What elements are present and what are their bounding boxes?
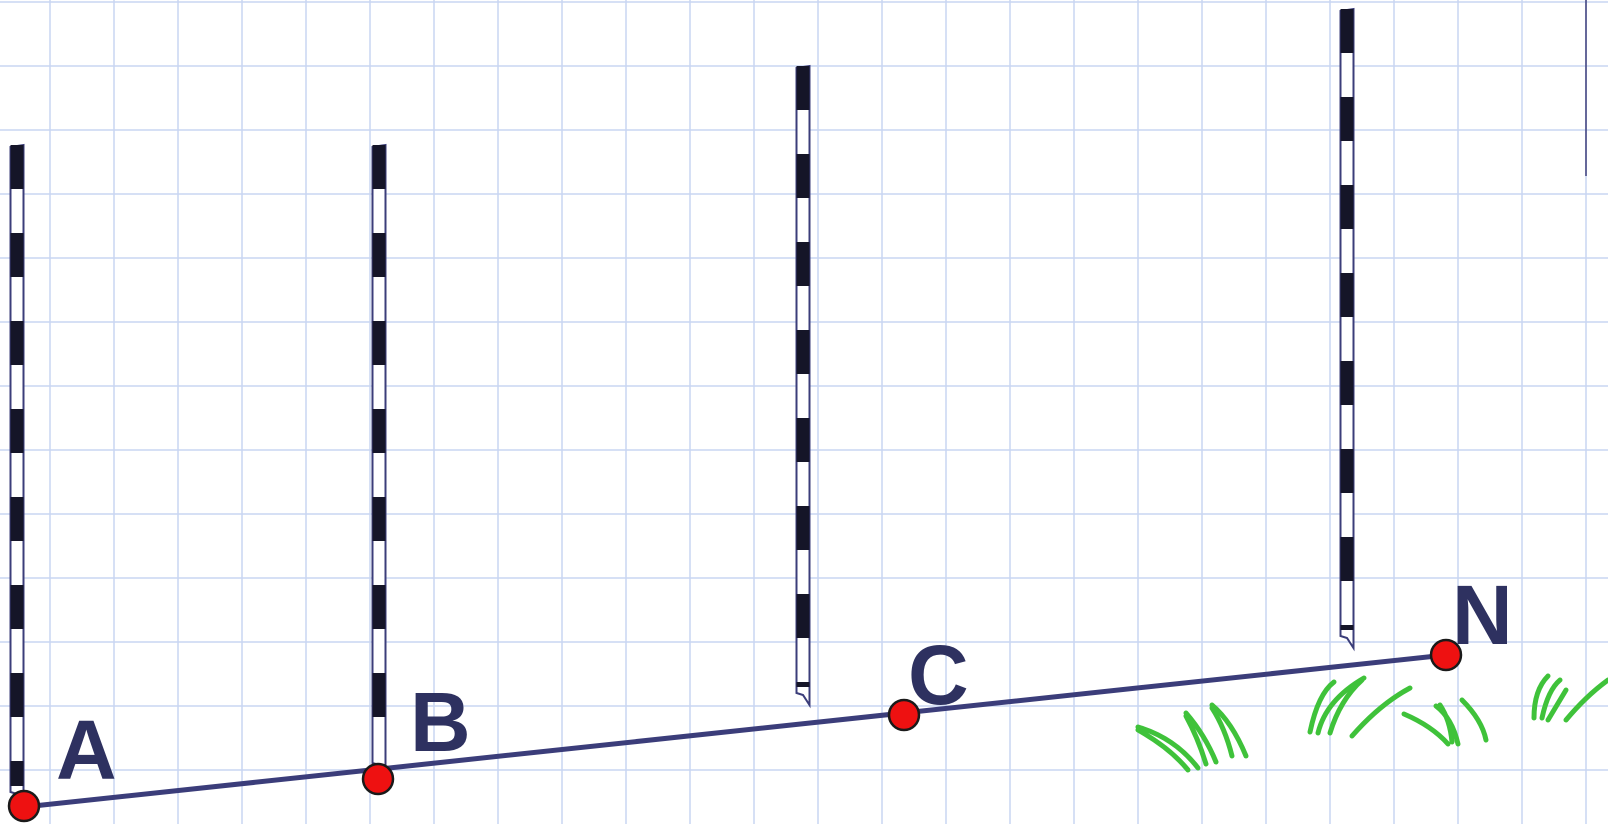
- grass-blade: [1563, 677, 1608, 723]
- pole-stripe: [372, 673, 386, 717]
- pole-stripe: [796, 66, 810, 110]
- point-c: [887, 698, 921, 732]
- label-b: B: [410, 675, 471, 769]
- label-n: N: [1452, 568, 1513, 662]
- point-b: [361, 762, 395, 796]
- grass-blade: [1539, 677, 1563, 721]
- grass-blade: [1135, 727, 1191, 773]
- pole-stripe: [10, 321, 24, 365]
- point-n: [1429, 638, 1463, 672]
- pole-stripe: [1340, 537, 1354, 581]
- label-c: C: [908, 628, 969, 722]
- pole-stripe: [1340, 361, 1354, 405]
- pole-stripe: [10, 585, 24, 629]
- pole-stripe: [796, 682, 810, 687]
- pole-stripe: [10, 497, 24, 541]
- pole-stripe: [372, 145, 386, 189]
- pole-stripe: [1340, 97, 1354, 141]
- pole-stripe: [1340, 625, 1354, 630]
- pole-stripe: [796, 154, 810, 198]
- grass-blade: [1437, 702, 1455, 745]
- pole-stripe: [1340, 9, 1354, 53]
- pole-stripe: [372, 409, 386, 453]
- ranging-pole-icon: [795, 64, 811, 709]
- grass-blade: [1545, 687, 1569, 723]
- grass-blade: [1183, 713, 1209, 767]
- pole-stripe: [1340, 273, 1354, 317]
- pole-stripe: [372, 497, 386, 541]
- pole-stripe: [372, 321, 386, 365]
- grass-icon: [1135, 673, 1608, 773]
- ranging-pole-icon: [1339, 7, 1355, 652]
- grass-blade: [1401, 711, 1451, 747]
- ranging-pole-icon: [9, 143, 25, 808]
- grass-blade: [1327, 677, 1365, 736]
- pole-stripe: [10, 761, 24, 786]
- grass-blade: [1209, 702, 1249, 759]
- point-a: [7, 789, 41, 823]
- line-a-n: [21, 652, 1449, 810]
- pole-stripe: [796, 242, 810, 286]
- pole-stripe: [10, 673, 24, 717]
- pole-stripe: [796, 506, 810, 550]
- pole-stripe: [796, 418, 810, 462]
- pole-stripe: [10, 233, 24, 277]
- pole-stripe: [1340, 185, 1354, 229]
- grass-blade: [1135, 724, 1201, 771]
- grass-blade: [1209, 705, 1235, 759]
- grass-blade: [1531, 673, 1551, 721]
- pole-stripe: [796, 594, 810, 638]
- pole-stripe: [796, 330, 810, 374]
- pole-stripe: [372, 233, 386, 277]
- label-a: A: [56, 703, 117, 797]
- pole-stripe: [1340, 449, 1354, 493]
- grass-blade: [1459, 697, 1489, 743]
- pole-stripe: [10, 145, 24, 189]
- pole-stripe: [372, 585, 386, 629]
- grass-blade: [1307, 679, 1337, 735]
- ranging-pole-icon: [371, 143, 387, 779]
- pole-stripe: [10, 409, 24, 453]
- grass-blade: [1349, 685, 1413, 739]
